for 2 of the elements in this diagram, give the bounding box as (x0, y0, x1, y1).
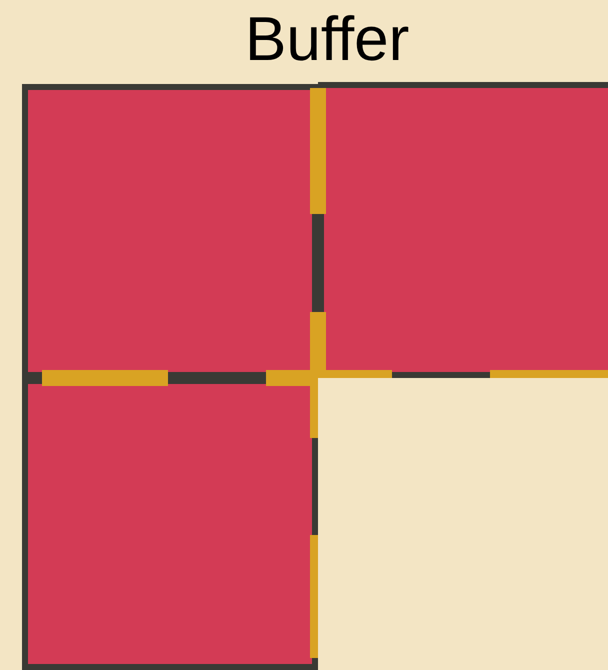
title: Buffer (245, 4, 410, 76)
square (22, 378, 318, 670)
